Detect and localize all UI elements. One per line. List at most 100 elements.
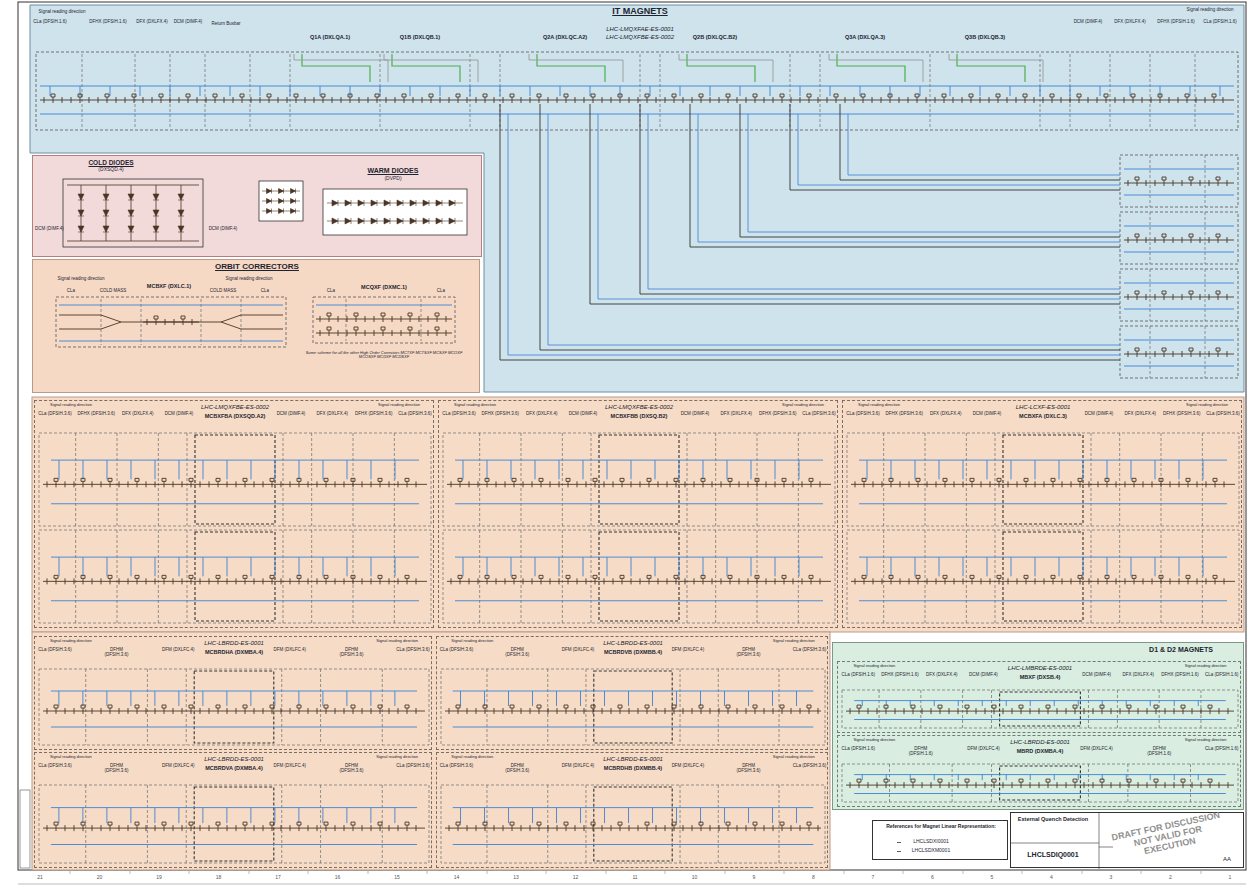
- signal-wire: [1198, 775, 1199, 781]
- grid-reference: 3: [1110, 875, 1113, 881]
- grid-reference: 8: [812, 875, 815, 881]
- schematic-illustration: [838, 736, 1242, 808]
- diode-symbol: [78, 210, 84, 216]
- cryostat-part: DCM (DIMF.4): [569, 412, 598, 417]
- panel-heading: IT MAGNETS: [612, 7, 668, 17]
- signal-wire: [1011, 557, 1012, 576]
- boundary-line: [591, 530, 592, 623]
- cryostat-part: DCM (DIMF.4): [174, 20, 203, 25]
- cryostat-part: DFM (DXLFC.4): [1080, 747, 1113, 752]
- cryostat-part: CLa (DFSIH.1.6): [33, 20, 67, 25]
- cryostat-part: DFM (DXLFC.4): [562, 648, 595, 653]
- signal-wire: [83, 460, 84, 479]
- signal-wire: [700, 808, 701, 824]
- boundary-box: [443, 530, 835, 623]
- tap-wire: [679, 54, 773, 82]
- busbar-chain: [43, 478, 427, 487]
- signal-wire: [453, 691, 814, 692]
- cryostat-part: DFM (DXLFC.4): [967, 747, 1000, 752]
- magnet-name: MCBXFBB (DXSQ.B2): [611, 413, 668, 419]
- boundary-line: [101, 299, 102, 345]
- tap-wire: [529, 54, 623, 82]
- signal-wire: [680, 86, 681, 96]
- diode-symbol: [410, 200, 416, 206]
- signal-wire: [316, 305, 452, 306]
- boundary-line: [290, 54, 291, 128]
- boundary-line: [283, 530, 284, 623]
- cryostat-part: DFX (DXLFX.4): [136, 20, 168, 25]
- signal-wire: [1124, 169, 1234, 170]
- signal-wire: [798, 114, 1120, 185]
- boundary-line: [1150, 54, 1151, 128]
- cryostat-part: DFX (DXLFX.4): [317, 412, 349, 417]
- signal-wire: [394, 691, 395, 706]
- signal-wire: [453, 844, 814, 845]
- boundary-box: [313, 297, 455, 343]
- signal-wire: [260, 86, 261, 96]
- diode-symbol: [153, 210, 159, 216]
- signal-wire: [1107, 460, 1108, 479]
- signal-wire: [347, 557, 348, 576]
- cryostat-part: DFM (DXLFC.4): [273, 764, 306, 769]
- diode-symbol: [267, 199, 272, 204]
- signal-wire: [1124, 252, 1234, 253]
- signal-wire: [590, 86, 591, 96]
- cryostat-part: DFM (DXLFC.4): [672, 764, 705, 769]
- schematic-illustration: [35, 401, 435, 629]
- signal-wire: [1107, 557, 1108, 576]
- signal-wire: [987, 460, 988, 479]
- signal-wire: [652, 691, 653, 706]
- signal-direction: Signal reading direction: [1185, 738, 1227, 742]
- signal-wire: [860, 86, 861, 96]
- signal-wire: [891, 557, 892, 576]
- boundary-line: [521, 433, 522, 526]
- cryostat-part: DFHX (DFSIH.3.6): [1163, 412, 1201, 417]
- signal-wire: [950, 86, 951, 96]
- boundary-line: [680, 785, 681, 863]
- boundary-line: [925, 530, 926, 623]
- diode-symbol: [436, 218, 442, 224]
- signal-wire: [915, 460, 916, 479]
- signal-wire: [1160, 86, 1161, 96]
- signal-wire: [322, 808, 323, 824]
- signal-wire: [1010, 86, 1011, 96]
- grid-reference: 4: [1050, 875, 1053, 881]
- diode-symbol: [449, 218, 455, 224]
- grid-reference: 9: [753, 875, 756, 881]
- signal-wire: [131, 557, 132, 576]
- signal-wire: [455, 600, 823, 601]
- cryostat-part: DFHM (DFSIH.3.6): [98, 764, 136, 774]
- tap-wire: [590, 104, 1120, 304]
- boundary-line: [562, 530, 563, 623]
- signal-wire: [982, 701, 983, 707]
- diode-symbol: [410, 218, 416, 224]
- spec-code: LHC-LMQXFBE-ES-0002: [201, 404, 269, 411]
- signal-wire: [1083, 460, 1084, 479]
- signal-wire: [1179, 460, 1180, 479]
- diode-symbol: [279, 199, 284, 204]
- cryostat-part: DFHX (DFSIH.3.6): [78, 412, 116, 417]
- busbar-chain: [43, 705, 425, 714]
- signal-wire: [140, 86, 141, 96]
- cryostat-part: CLa (DFSIH.3.6): [38, 412, 72, 417]
- signal-wire: [511, 460, 512, 479]
- signal-wire: [453, 807, 814, 808]
- cryostat-part: DCM (DIMF.4): [973, 412, 1002, 417]
- grid-reference: 20: [97, 875, 103, 881]
- signal-wire: [655, 460, 656, 479]
- spec-code: LHC-LBRDD-ES-0001: [603, 640, 663, 647]
- signal-wire: [131, 460, 132, 479]
- diode-symbol: [423, 200, 429, 206]
- signal-wire: [604, 691, 605, 706]
- cryostat-part: DFHM (DFSIH.3.6): [730, 764, 768, 774]
- signal-wire: [110, 86, 111, 96]
- signal-wire: [1124, 226, 1234, 227]
- tap-wire: [949, 54, 1043, 82]
- schematic-group: [1011, 813, 1113, 869]
- boundary-line: [962, 690, 963, 728]
- cryostat-part: CLa: [67, 289, 75, 294]
- diode-symbol: [178, 210, 184, 216]
- signal-direction: Signal reading direction: [853, 664, 895, 668]
- signal-wire: [631, 557, 632, 576]
